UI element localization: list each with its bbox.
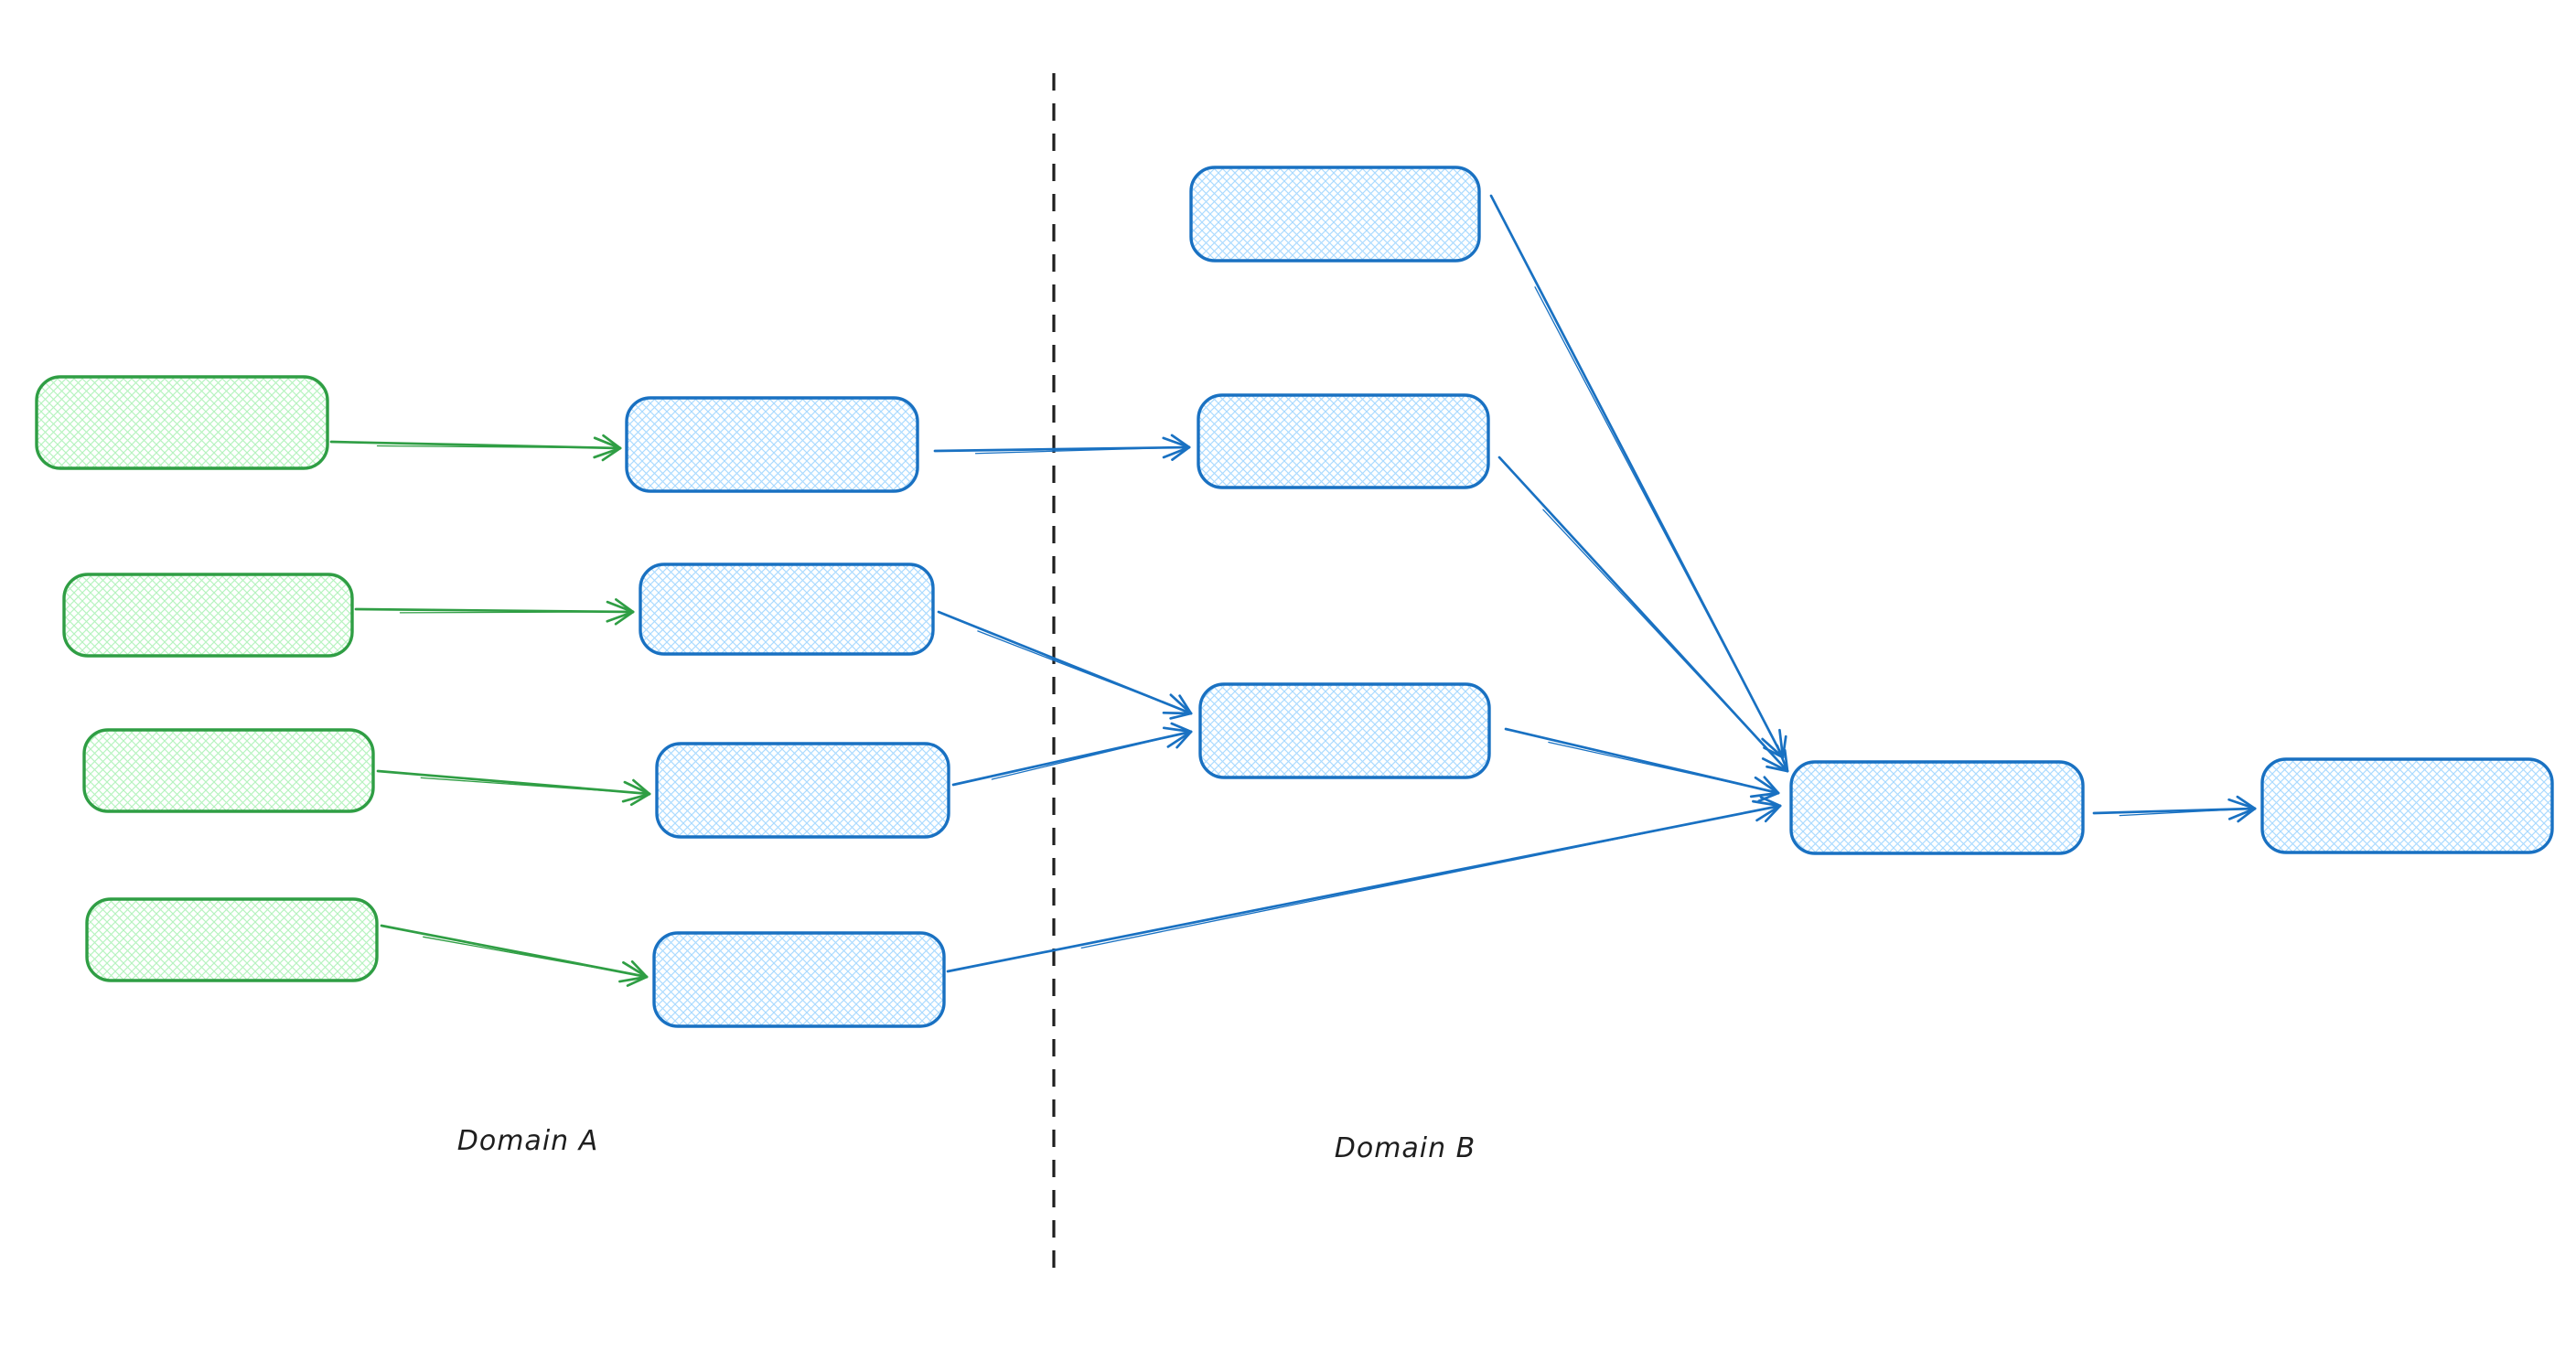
arrowhead bbox=[1781, 734, 1787, 759]
arrow-source4-to-process4 bbox=[380, 924, 649, 987]
node-domain-b-output bbox=[2260, 757, 2554, 854]
arrowhead bbox=[1171, 445, 1191, 461]
node-domain-a-process-2 bbox=[639, 563, 935, 656]
arrowhead bbox=[626, 975, 649, 987]
arrowhead bbox=[629, 792, 651, 807]
arrowhead bbox=[1783, 748, 1789, 773]
node-domain-a-source-3 bbox=[82, 728, 375, 813]
arrowhead bbox=[1170, 434, 1191, 449]
arrowhead bbox=[601, 446, 622, 462]
node-domain-a-source-4 bbox=[85, 897, 379, 982]
arrow-aprocess1-to-bprocess2 bbox=[933, 434, 1191, 461]
arrowhead bbox=[1170, 722, 1193, 734]
arrow-shaft-sketch bbox=[1548, 741, 1770, 792]
node-domain-b-process-1 bbox=[1189, 166, 1481, 263]
arrow-bprocess1-to-aggregator bbox=[1489, 194, 1787, 759]
node-domain-a-process-4 bbox=[652, 931, 946, 1028]
domain-b-label: Domain B bbox=[1334, 1132, 1476, 1164]
arrow-source2-to-process2 bbox=[354, 598, 635, 626]
arrow-aprocess4-to-aggregator bbox=[946, 796, 1782, 973]
arrowhead bbox=[2237, 807, 2257, 823]
arrow-shaft-sketch bbox=[1080, 810, 1752, 949]
arrow-shaft-sketch bbox=[974, 446, 1181, 455]
node-domain-a-process-3 bbox=[655, 742, 950, 839]
node-domain-a-source-1 bbox=[35, 375, 329, 470]
arrowhead bbox=[2236, 795, 2257, 810]
node-domain-b-process-2 bbox=[1197, 393, 1490, 489]
arrowhead bbox=[1757, 791, 1780, 803]
arrow-shaft-sketch bbox=[977, 630, 1183, 711]
arrowhead bbox=[1175, 730, 1193, 749]
arrow-bprocess2-to-aggregator bbox=[1497, 456, 1789, 773]
arrowhead bbox=[1764, 804, 1782, 823]
arrow-aprocess3-to-bprocess3 bbox=[951, 722, 1193, 787]
arrow-source3-to-process3 bbox=[376, 769, 651, 807]
arrow-bprocess3-to-aggregator bbox=[1504, 727, 1780, 803]
arrow-shaft-sketch bbox=[399, 611, 625, 614]
arrowhead bbox=[632, 778, 651, 796]
arrow-shaft-sketch bbox=[991, 733, 1184, 780]
node-domain-b-process-3 bbox=[1198, 682, 1491, 779]
node-domain-a-process-1 bbox=[625, 396, 919, 493]
arrowhead bbox=[630, 959, 649, 979]
arrow-aprocess2-to-bprocess3 bbox=[937, 610, 1193, 720]
domain-a-label: Domain A bbox=[456, 1125, 599, 1157]
arrow-shaft-sketch bbox=[423, 936, 639, 976]
node-domain-a-source-2 bbox=[62, 573, 354, 658]
arrowhead bbox=[1766, 765, 1789, 773]
arrowhead bbox=[1169, 712, 1193, 720]
arrow-source1-to-process1 bbox=[329, 434, 622, 462]
arrow-shaft-sketch bbox=[420, 777, 641, 794]
arrow-aggregator-to-output bbox=[2092, 795, 2257, 823]
arrowhead bbox=[615, 598, 635, 614]
arrowhead bbox=[1178, 694, 1193, 715]
arrow-shaft-sketch bbox=[1542, 509, 1778, 761]
node-domain-b-aggregator bbox=[1789, 760, 2085, 855]
arrow-shaft-sketch bbox=[376, 445, 611, 449]
arrow-shaft-sketch bbox=[2119, 808, 2250, 817]
arrowhead bbox=[602, 434, 622, 450]
arrow-shaft-sketch bbox=[1534, 286, 1774, 739]
arrowhead bbox=[1763, 776, 1780, 795]
arrowhead bbox=[614, 610, 635, 626]
